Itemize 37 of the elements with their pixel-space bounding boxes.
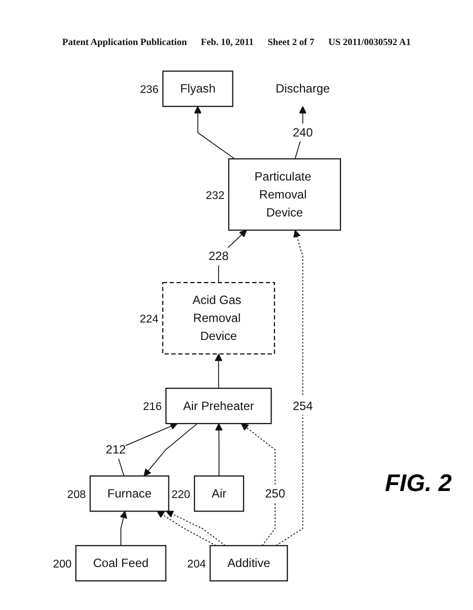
reference-numeral: 208 [67, 488, 86, 501]
dashed-arrow [240, 423, 276, 546]
process-box: Additive [210, 545, 288, 582]
arrow [166, 510, 226, 546]
text-label: Discharge [276, 81, 330, 96]
reference-numeral: 216 [143, 401, 162, 414]
process-box: Air Preheater [165, 388, 272, 424]
reference-numeral: 224 [140, 314, 158, 326]
process-box: Particulate Removal Device [228, 158, 342, 231]
reference-numeral: 200 [52, 558, 72, 571]
process-box: Coal Feed [75, 545, 166, 582]
reference-numeral: 220 [172, 488, 190, 501]
edge-label: 228 [208, 247, 229, 266]
edge-label: 240 [292, 124, 313, 142]
reference-numeral: 236 [140, 84, 159, 96]
reference-numeral: 232 [206, 190, 224, 202]
arrow [214, 354, 222, 389]
edge-label: 254 [292, 396, 313, 415]
process-box: Air [194, 475, 244, 512]
header-text: Patent Application Publication [62, 38, 187, 48]
edge-label: 250 [265, 484, 286, 503]
dashed-arrow [276, 230, 304, 546]
figure-caption: FIG. 2 [385, 470, 452, 498]
arrow [120, 510, 128, 546]
arrow [215, 423, 223, 476]
arrow [294, 106, 307, 160]
header-text: US 2011/0030592 A1 [328, 38, 411, 48]
arrow [194, 106, 235, 160]
reference-numeral: 204 [187, 558, 206, 571]
arrow [218, 230, 247, 284]
dashed-arrow [156, 510, 216, 546]
header-text: Feb. 10, 2011 [200, 38, 254, 48]
header-text: Sheet 2 of 7 [268, 38, 314, 48]
process-box: Furnace [90, 475, 170, 512]
arrow [144, 423, 198, 476]
optional-process-box: Acid Gas Removal Device [162, 282, 276, 354]
process-box: Flyash [162, 70, 234, 107]
